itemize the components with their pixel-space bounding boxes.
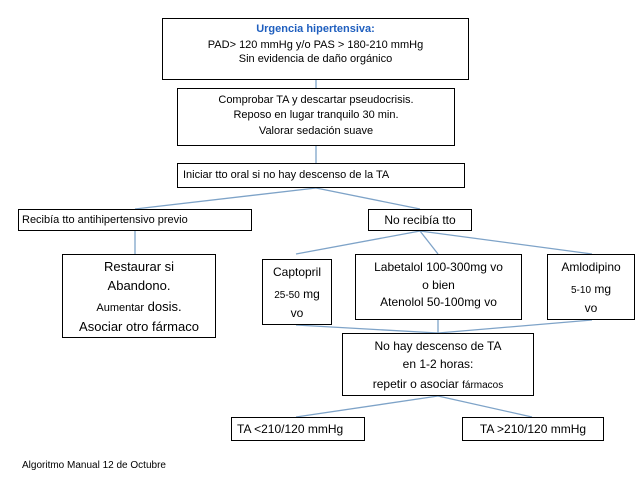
edge-notreat-amlodipino	[419, 230, 593, 255]
edge-amlodipino-nodescent	[437, 319, 593, 334]
restore-line-1: Restaurar si	[103, 259, 175, 274]
amlodipino-dose-num: 5-10	[570, 284, 591, 296]
ta-high-box: TA >210/120 mmHg	[462, 417, 604, 441]
edge-start-prev	[134, 187, 317, 210]
no-treatment-text: No recibía tto	[384, 213, 456, 227]
captopril-dose-unit: mg	[299, 286, 320, 301]
restore-line-4: Asociar otro fármaco	[79, 319, 199, 335]
check-line-3: Valorar sedación suave	[258, 124, 374, 137]
no-treatment-box: No recibía tto	[368, 209, 472, 231]
no-descent-line-1: No hay descenso de TA	[374, 339, 502, 353]
no-descent-line-3: repetir o asociar fármacos	[343, 374, 533, 394]
title-criteria: PAD> 120 mmHg y/o PAS > 180-210 mmHg	[207, 39, 424, 52]
edge-notreat-captopril	[295, 230, 421, 255]
no-descent-line-3a: repetir o asociar	[372, 377, 463, 392]
check-line-2: Reposo en lugar tranquilo 30 min.	[233, 109, 399, 122]
prev-treatment-box: Recibía tto antihipertensivo previo	[18, 209, 252, 231]
amlodipino-route: vo	[584, 301, 598, 316]
amlodipino-dose-unit: mg	[591, 281, 612, 296]
labetalol-line-3: Atenolol 50-100mg vo	[380, 295, 497, 310]
check-box: Comprobar TA y descartar pseudocrisis. R…	[177, 88, 455, 146]
restore-box: Restaurar si Abandono. Aumentar dosis. A…	[62, 254, 216, 338]
restore-line-3a: Aumentar	[96, 301, 145, 314]
ta-low-text: TA <210/120 mmHg	[237, 422, 344, 436]
labetalol-line-2: o bien	[422, 277, 455, 292]
check-line-1: Comprobar TA y descartar pseudocrisis.	[218, 94, 414, 106]
title-box: Urgencia hipertensiva: PAD> 120 mmHg y/o…	[162, 18, 469, 80]
prev-treatment-text: Recibía tto antihipertensivo previo	[22, 214, 188, 226]
restore-line-3b: dosis.	[144, 298, 182, 314]
edge-nodescent-low	[295, 395, 439, 418]
ta-high-text: TA >210/120 mmHg	[479, 422, 587, 436]
restore-line-2: Abandono.	[107, 277, 171, 293]
no-descent-box: No hay descenso de TA en 1-2 horas: repe…	[342, 333, 534, 396]
amlodipino-box: Amlodipino 5-10 mg vo	[547, 254, 635, 320]
title-text: Urgencia hipertensiva:	[256, 23, 375, 35]
ta-low-box: TA <210/120 mmHg	[231, 417, 365, 441]
captopril-name: Captopril	[272, 265, 322, 279]
start-text: Iniciar tto oral si no hay descenso de l…	[183, 169, 390, 181]
amlodipino-dose: 5-10 mg	[548, 279, 634, 299]
restore-line-3: Aumentar dosis.	[63, 297, 215, 317]
footer-caption: Algoritmo Manual 12 de Octubre	[22, 460, 166, 471]
labetalol-box: Labetalol 100-300mg vo o bien Atenolol 5…	[355, 254, 522, 320]
captopril-box: Captopril 25-50 mg vo	[262, 259, 332, 325]
edge-notreat-labetalol	[419, 230, 439, 255]
edge-start-notreat	[315, 187, 421, 210]
no-descent-line-2: en 1-2 horas:	[402, 356, 474, 371]
captopril-dose-num: 25-50	[274, 289, 300, 301]
captopril-route: vo	[290, 306, 304, 321]
no-descent-line-3b: fármacos	[462, 380, 504, 392]
start-box: Iniciar tto oral si no hay descenso de l…	[177, 163, 465, 188]
labetalol-line-1: Labetalol 100-300mg vo	[374, 260, 503, 274]
amlodipino-name: Amlodipino	[561, 260, 621, 274]
title-subtext: Sin evidencia de daño orgánico	[238, 52, 393, 65]
edge-nodescent-high	[437, 395, 533, 418]
edge-captopril-nodescent	[295, 324, 439, 334]
captopril-dose: 25-50 mg	[263, 284, 331, 304]
